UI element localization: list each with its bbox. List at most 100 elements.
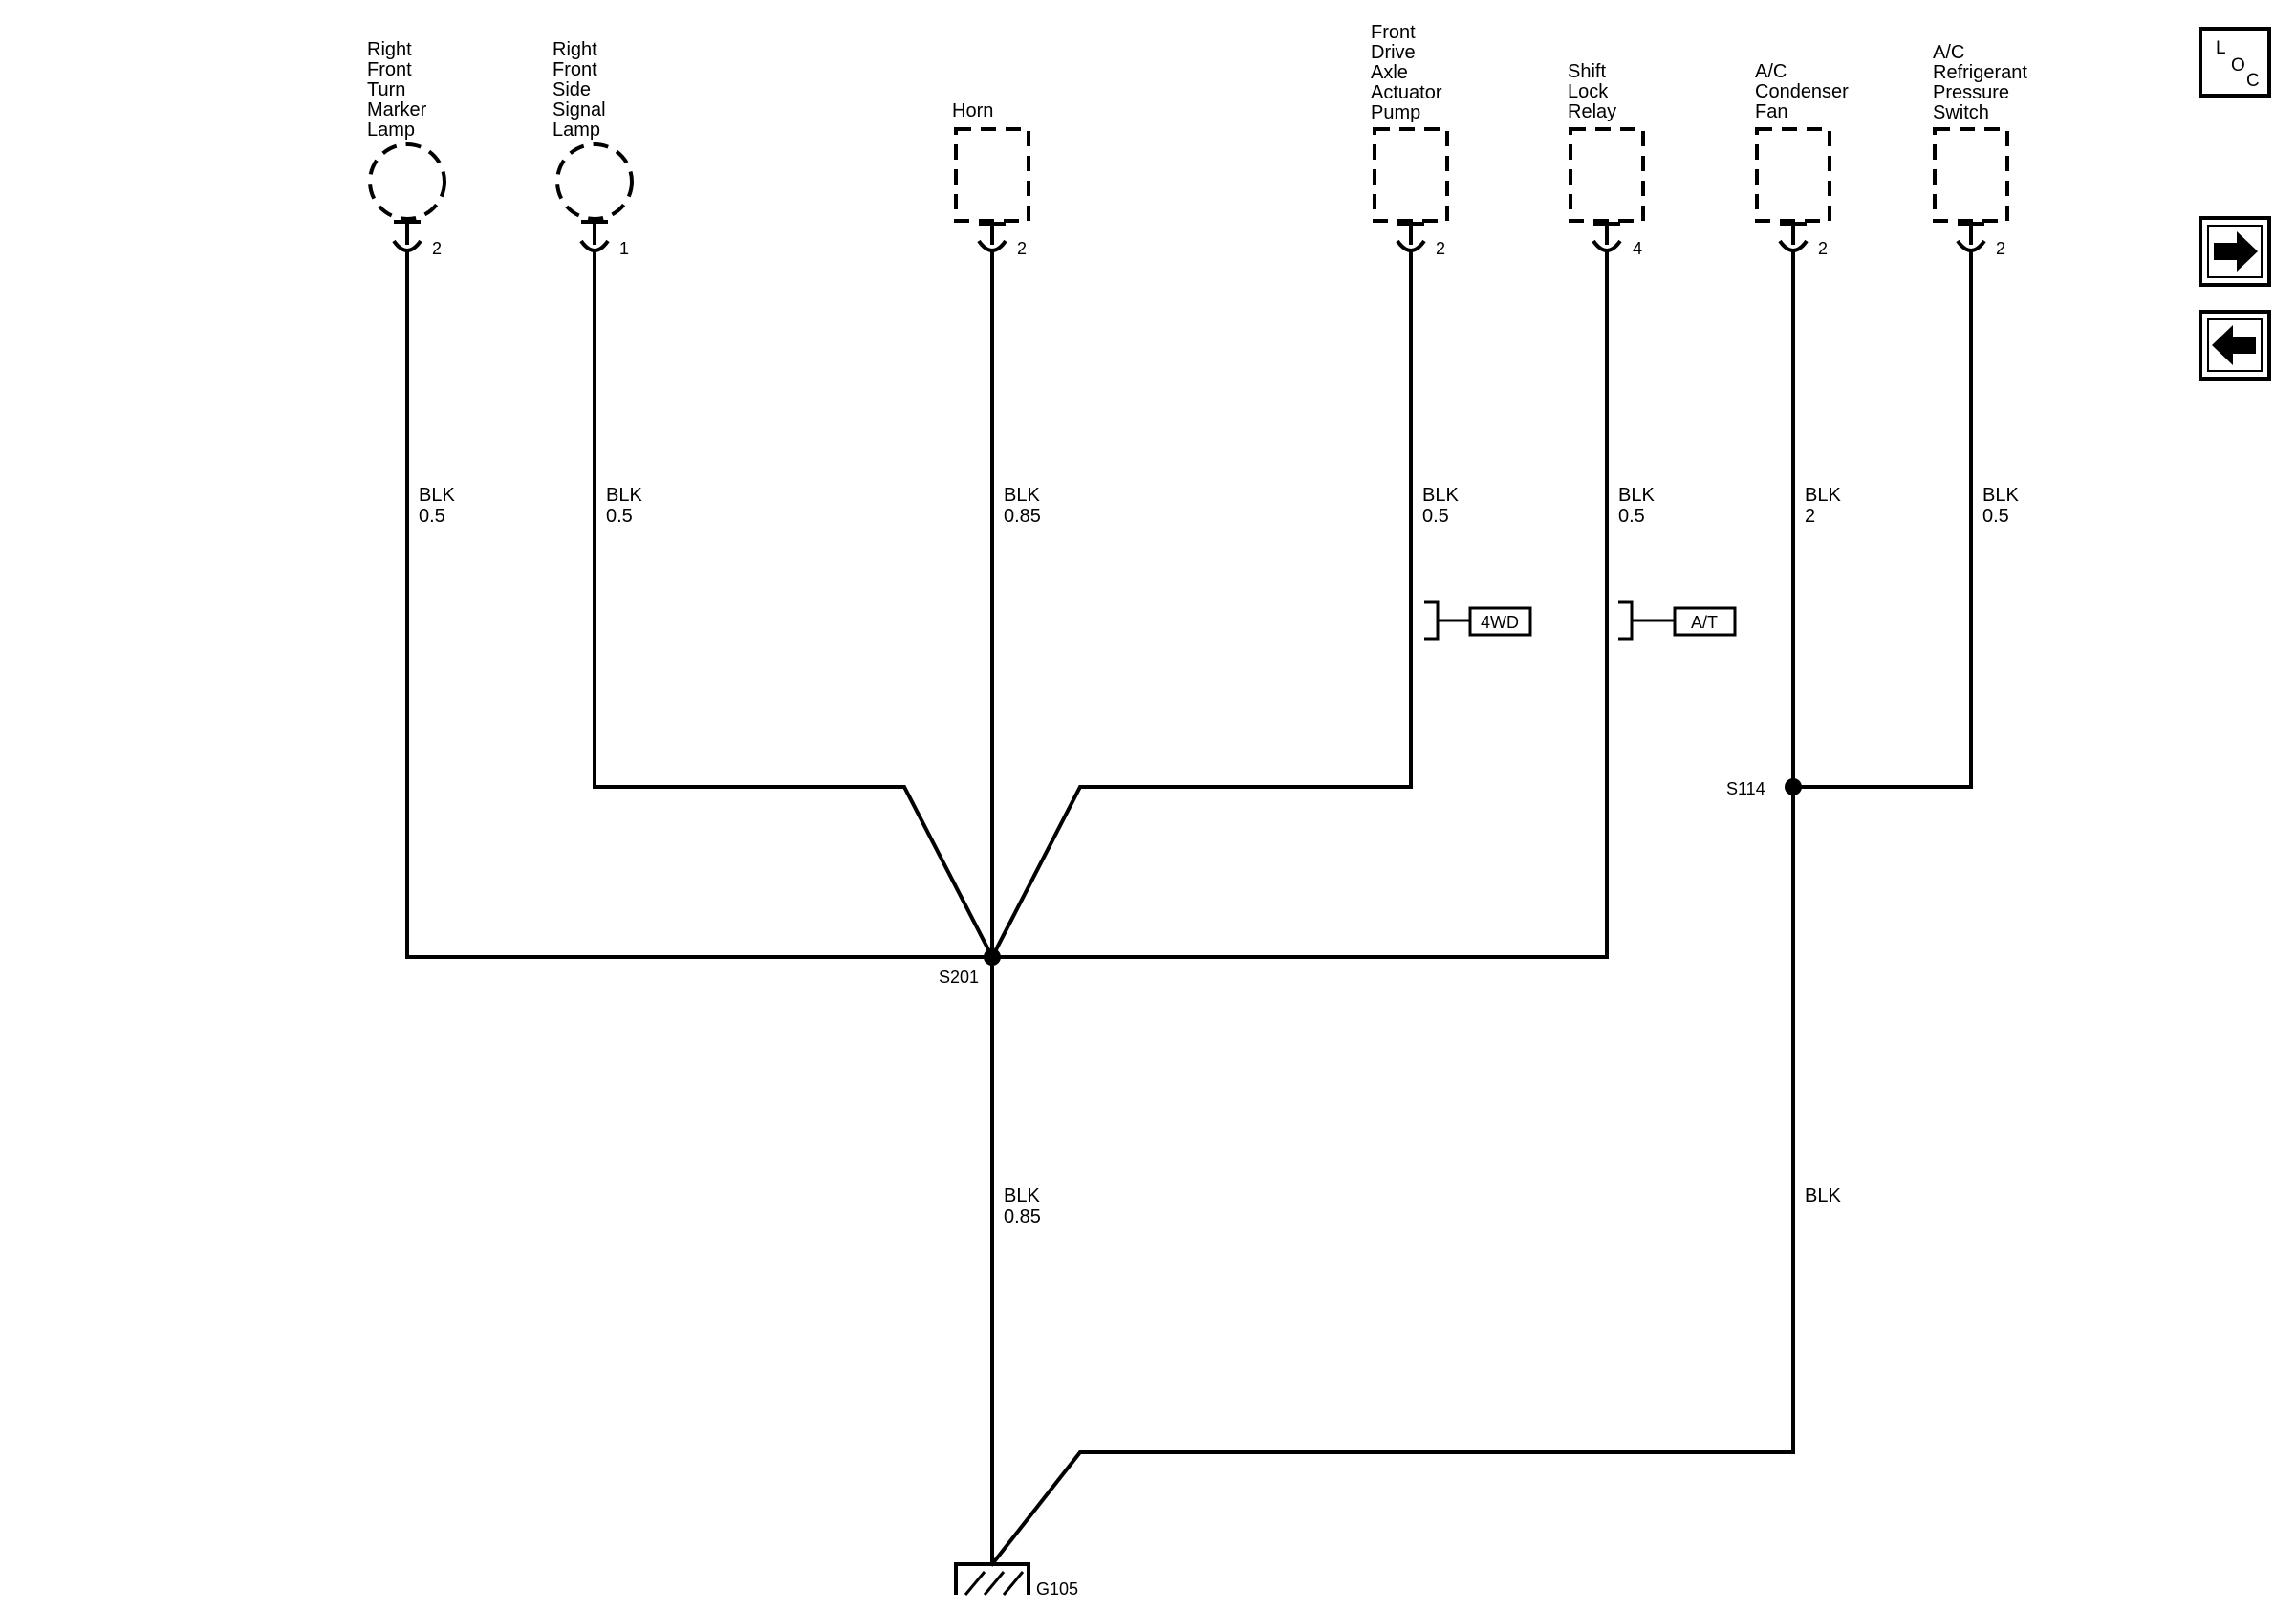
component-label: Horn bbox=[952, 100, 993, 121]
label-line: Right bbox=[552, 39, 597, 60]
label-line: Front bbox=[552, 59, 597, 80]
loc-letter: O bbox=[2231, 55, 2245, 76]
wire-color: BLK bbox=[419, 485, 455, 506]
wire-size: 0.5 bbox=[1422, 506, 1449, 527]
component-label: A/C Refrigerant Pressure Switch bbox=[1933, 42, 2033, 123]
wire-size: 0.5 bbox=[606, 506, 633, 527]
connector-terminal-icon bbox=[1396, 221, 1426, 252]
label-line: Fan bbox=[1755, 101, 1787, 122]
pin-number: 2 bbox=[1818, 239, 1828, 258]
label-line: Lamp bbox=[367, 120, 415, 141]
splice-s114[interactable]: S114 bbox=[1726, 778, 1802, 798]
component-label: Shift Lock Relay bbox=[1568, 61, 1616, 122]
label-line: Pressure bbox=[1933, 82, 2009, 103]
label-line: Drive bbox=[1371, 42, 1416, 63]
wire-size: 2 bbox=[1805, 506, 1815, 527]
wire-size: 0.5 bbox=[1618, 506, 1645, 527]
component-front-drive-axle-actuator-pump[interactable]: Front Drive Axle Actuator Pump 2 bbox=[1371, 22, 1449, 258]
component-box-icon bbox=[1933, 127, 2009, 223]
lamp-icon bbox=[368, 142, 446, 221]
component-rf-turn-marker-lamp[interactable]: Right Front Turn Marker Lamp 2 bbox=[367, 39, 446, 258]
splice-label: S114 bbox=[1726, 779, 1765, 798]
pin-number: 2 bbox=[1996, 239, 2005, 258]
component-label: Right Front Turn Marker Lamp bbox=[367, 39, 432, 141]
label-line: Relay bbox=[1568, 101, 1616, 122]
connector-terminal-icon bbox=[392, 219, 422, 252]
wire-color: BLK bbox=[1805, 485, 1841, 506]
wire-color: BLK bbox=[1982, 485, 2019, 506]
component-ac-condenser-fan[interactable]: A/C Condenser Fan 2 bbox=[1755, 61, 1853, 258]
component-box-icon bbox=[1569, 127, 1645, 223]
component-box-icon bbox=[954, 127, 1030, 223]
wire-color: BLK bbox=[606, 485, 642, 506]
label-line: Turn bbox=[367, 79, 405, 100]
loc-letter: L bbox=[2216, 38, 2226, 58]
component-shift-lock-relay[interactable]: Shift Lock Relay 4 bbox=[1568, 61, 1645, 258]
wire-s114-to-ground[interactable]: BLK bbox=[989, 785, 1841, 1567]
wire-ac-refrigerant-pressure-switch[interactable]: BLK 0.5 bbox=[1791, 249, 2019, 789]
pin-number: 1 bbox=[619, 239, 629, 258]
lamp-icon bbox=[555, 142, 634, 221]
component-horn[interactable]: Horn 2 bbox=[952, 100, 1030, 258]
connector-terminal-icon bbox=[1778, 221, 1809, 252]
label-line: Marker bbox=[367, 99, 427, 120]
label-line: Horn bbox=[952, 100, 993, 121]
label-line: Front bbox=[1371, 22, 1416, 43]
loc-icon[interactable]: L O C bbox=[2199, 27, 2271, 98]
ground-g105[interactable]: G105 bbox=[954, 1562, 1078, 1599]
label-line: Pump bbox=[1371, 102, 1420, 123]
label-line: Switch bbox=[1933, 102, 1989, 123]
label-line: A/C bbox=[1755, 61, 1787, 82]
wire-size: 0.5 bbox=[1982, 506, 2009, 527]
connector-terminal-icon bbox=[1592, 221, 1622, 252]
label-line: A/C bbox=[1933, 42, 1964, 63]
component-ac-refrigerant-pressure-switch[interactable]: A/C Refrigerant Pressure Switch 2 bbox=[1933, 42, 2033, 258]
pin-number: 2 bbox=[432, 239, 442, 258]
label-line: Shift bbox=[1568, 61, 1606, 82]
label-line: Lamp bbox=[552, 120, 600, 141]
connector-terminal-icon bbox=[1956, 221, 1986, 252]
label-line: Side bbox=[552, 79, 591, 100]
label-line: Lock bbox=[1568, 81, 1609, 102]
pin-number: 2 bbox=[1436, 239, 1445, 258]
component-label: A/C Condenser Fan bbox=[1755, 61, 1853, 122]
option-flag-4wd: 4WD bbox=[1424, 600, 1532, 641]
component-rf-side-signal-lamp[interactable]: Right Front Side Signal Lamp 1 bbox=[552, 39, 634, 258]
wire-horn[interactable]: BLK 0.85 bbox=[990, 249, 1041, 959]
wire-color: BLK bbox=[1422, 485, 1459, 506]
wire-ac-condenser-fan[interactable]: BLK 2 bbox=[1791, 249, 1841, 789]
label-line: Actuator bbox=[1371, 82, 1442, 103]
wire-size: 0.85 bbox=[1004, 506, 1041, 527]
ground-icon bbox=[954, 1562, 1030, 1596]
splice-label: S201 bbox=[939, 968, 979, 987]
option-label: 4WD bbox=[1481, 613, 1519, 632]
component-label: Right Front Side Signal Lamp bbox=[552, 39, 611, 141]
pin-number: 2 bbox=[1017, 239, 1027, 258]
wire-front-drive-axle-actuator-pump[interactable]: BLK 0.5 bbox=[989, 249, 1459, 960]
wire-shift-lock-relay[interactable]: BLK 0.5 bbox=[990, 249, 1655, 959]
wire-rf-turn-marker-lamp[interactable]: BLK 0.5 bbox=[405, 249, 994, 959]
right-arrow-icon[interactable] bbox=[2199, 216, 2271, 287]
ground-label: G105 bbox=[1036, 1579, 1078, 1599]
label-line: Condenser bbox=[1755, 81, 1849, 102]
label-line: Front bbox=[367, 59, 412, 80]
loc-letter: C bbox=[2246, 71, 2260, 91]
label-line: Refrigerant bbox=[1933, 62, 2027, 83]
wire-s201-to-ground[interactable]: BLK 0.85 bbox=[990, 955, 1041, 1566]
option-label: A/T bbox=[1691, 613, 1718, 632]
pin-number: 4 bbox=[1633, 239, 1642, 258]
wire-color: BLK bbox=[1004, 485, 1040, 506]
option-flag-at: A/T bbox=[1618, 600, 1737, 641]
component-label: Front Drive Axle Actuator Pump bbox=[1371, 22, 1447, 123]
wire-color: BLK bbox=[1618, 485, 1655, 506]
wire-size: 0.85 bbox=[1004, 1207, 1041, 1228]
connector-terminal-icon bbox=[579, 219, 610, 252]
left-arrow-icon[interactable] bbox=[2199, 310, 2271, 381]
wire-rf-side-signal-lamp[interactable]: BLK 0.5 bbox=[593, 249, 995, 960]
label-line: Signal bbox=[552, 99, 606, 120]
wire-size: 0.5 bbox=[419, 506, 445, 527]
label-line: Right bbox=[367, 39, 412, 60]
component-box-icon bbox=[1373, 127, 1449, 223]
connector-terminal-icon bbox=[977, 221, 1007, 252]
